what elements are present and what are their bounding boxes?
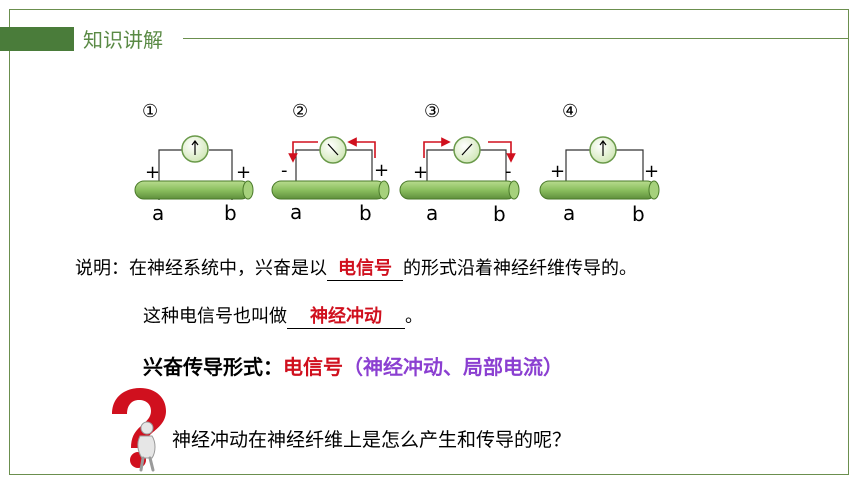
explanation-suffix: 的形式沿着神经纤维传导的。 (403, 258, 637, 279)
nerve-fiber (271, 180, 387, 200)
slide-frame (9, 9, 849, 475)
page-title: 知识讲解 (83, 28, 163, 52)
left-sign: + (145, 162, 160, 183)
left-sign: + (550, 161, 565, 182)
label-b: b (224, 201, 237, 225)
explanation-line-1: 说明：在神经系统中，兴奋是以电信号的形式沿着神经纤维传导的。 (75, 254, 637, 281)
diagram-2: ② - + a b (271, 101, 390, 225)
nerve-fiber (539, 180, 657, 200)
question-text: 神经冲动在神经纤维上是怎么产生和传导的呢？ (172, 429, 572, 451)
diagram-1: ① + + a b (134, 101, 254, 225)
title-accent-bar (0, 27, 74, 51)
right-sign: + (236, 162, 251, 183)
right-sign: + (644, 161, 659, 182)
blank-nerve-impulse: 神经冲动 (287, 302, 405, 329)
question-figure-icon (112, 388, 166, 472)
right-sign: - (505, 161, 512, 182)
conduction-label: 兴奋传导形式： (143, 355, 283, 379)
right-sign: + (374, 160, 389, 181)
diagram-index: ④ (562, 101, 578, 122)
label-b: b (493, 202, 506, 226)
nerve-fiber-diagrams: ① + + a b ② - + a b (134, 101, 660, 226)
nerve-fiber (134, 180, 251, 200)
label-a: a (426, 201, 438, 225)
label-b: b (359, 201, 372, 225)
conduction-form: 兴奋传导形式：电信号（神经冲动、局部电流） (143, 351, 563, 380)
explanation-prefix-2: 这种电信号也叫做 (143, 306, 287, 327)
diagram-3: ③ + - a b (399, 101, 520, 226)
explanation-prefix: 说明：在神经系统中，兴奋是以 (75, 258, 327, 279)
label-b: b (632, 202, 645, 226)
diagram-index: ② (292, 101, 308, 122)
left-sign: + (413, 162, 428, 183)
blank-electrical-signal: 电信号 (327, 254, 403, 281)
title-rule (183, 38, 849, 39)
explanation-suffix-2: 。 (405, 306, 423, 327)
diagram-4: ④ + + a b (539, 101, 660, 226)
explanation-line-2: 这种电信号也叫做神经冲动。 (143, 302, 423, 329)
paren-close: ） (543, 355, 563, 379)
label-a: a (563, 201, 575, 225)
diagram-index: ③ (424, 101, 440, 122)
conduction-alt: 神经冲动、局部电流 (363, 355, 543, 379)
left-sign: - (281, 160, 288, 181)
diagram-index: ① (142, 101, 158, 122)
paren-open: （ (343, 355, 363, 379)
label-a: a (290, 200, 302, 224)
conduction-electrical: 电信号 (283, 355, 343, 379)
nerve-fiber (399, 180, 517, 200)
label-a: a (152, 201, 164, 225)
